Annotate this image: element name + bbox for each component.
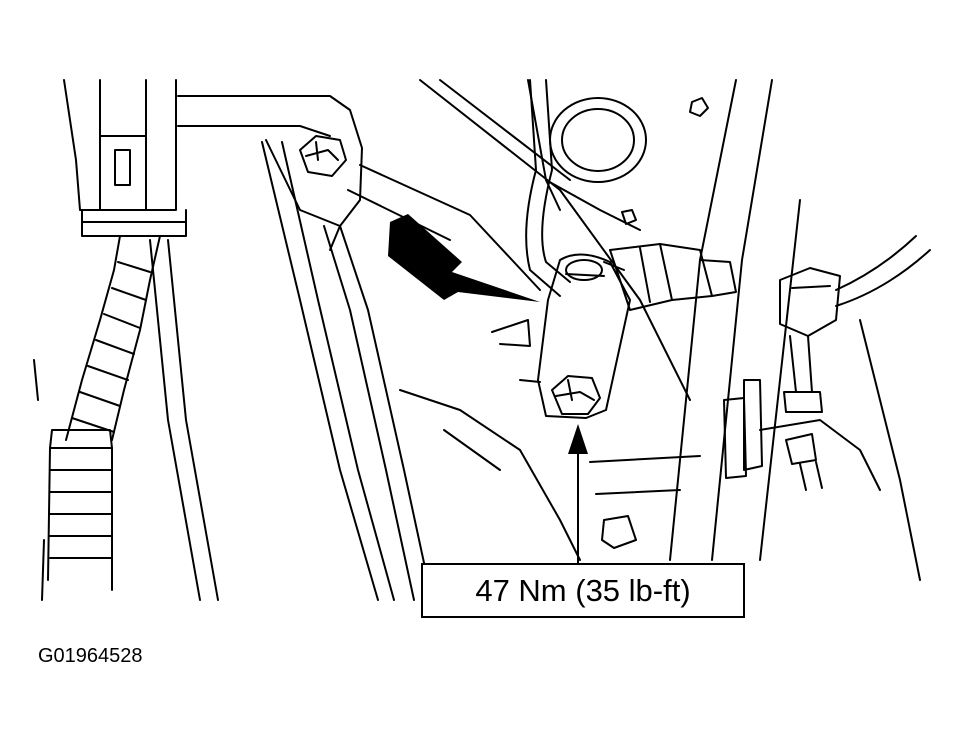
lower-case: [589, 455, 701, 549]
connector-housing: [63, 79, 187, 237]
lower-bolt: [551, 375, 601, 415]
sensor: [779, 235, 931, 413]
strut: [261, 141, 433, 601]
mounting-bracket: [177, 95, 363, 251]
figure-id: G01964528: [38, 645, 143, 667]
casting-marks: [621, 97, 709, 225]
torque-label: 47 Nm (35 lb-ft): [475, 572, 691, 608]
vent-tube: [525, 79, 571, 297]
transmission-case: [347, 79, 691, 561]
ground-strap: [537, 253, 631, 419]
torque-callout: 47 Nm (35 lb-ft): [421, 563, 745, 618]
wiring-harness: [33, 235, 161, 601]
upper-bolt: [299, 135, 347, 177]
callout-arrowhead: [568, 424, 588, 454]
left-brace: [149, 239, 219, 601]
right-bracket: [723, 379, 881, 491]
electrical-plug: [603, 243, 737, 311]
circular-boss: [527, 79, 647, 231]
direction-arrow: [388, 214, 540, 302]
right-frame: [669, 79, 921, 581]
